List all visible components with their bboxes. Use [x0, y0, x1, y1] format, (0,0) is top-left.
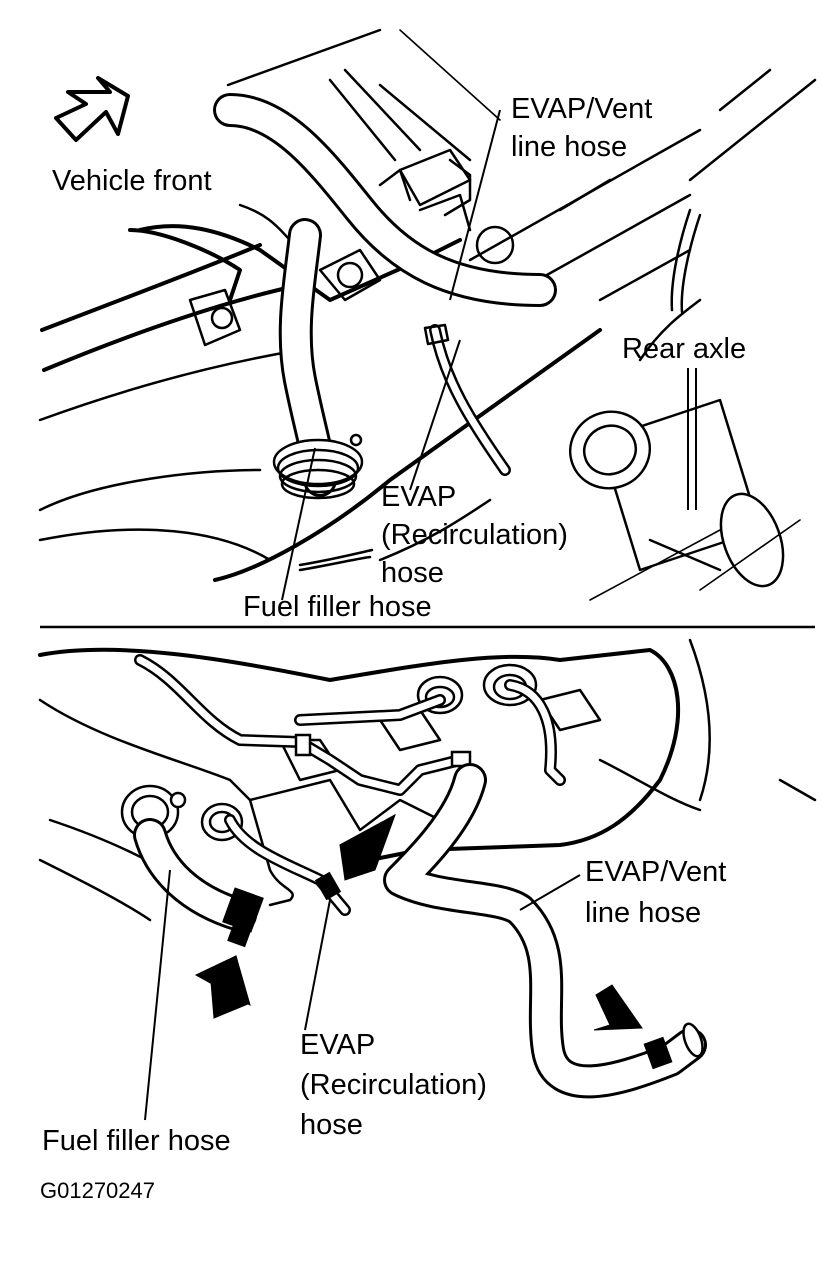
- label-rear-axle: Rear axle: [622, 333, 747, 365]
- outline-arrow-icon: [54, 76, 130, 142]
- figure-id: G01270247: [40, 1178, 155, 1203]
- label-evap-vent-line-1: EVAP/Vent: [585, 856, 727, 888]
- label-evap-recirc-1: EVAP: [300, 1029, 376, 1061]
- label-evap-recirc-1: EVAP: [381, 481, 457, 513]
- label-evap-vent-line-2: line hose: [511, 131, 628, 163]
- label-vehicle-front: Vehicle front: [52, 165, 212, 197]
- label-evap-recirc-3: hose: [300, 1109, 363, 1141]
- upper-view: [38, 28, 817, 601]
- label-evap-vent-line-2: line hose: [585, 897, 702, 929]
- label-fuel-filler-hose: Fuel filler hose: [243, 591, 432, 623]
- label-fuel-filler-hose: Fuel filler hose: [42, 1125, 231, 1157]
- label-evap-recirc-3: hose: [381, 557, 444, 589]
- label-evap-recirc-2: (Recirculation): [381, 519, 568, 551]
- solid-arrow-icon: [194, 955, 251, 1007]
- label-evap-vent-line-1: EVAP/Vent: [511, 93, 653, 125]
- solid-arrow-icon: [339, 814, 396, 871]
- label-evap-recirc-2: (Recirculation): [300, 1069, 487, 1101]
- lower-view: [38, 638, 817, 1121]
- solid-arrow-icon: [593, 984, 643, 1031]
